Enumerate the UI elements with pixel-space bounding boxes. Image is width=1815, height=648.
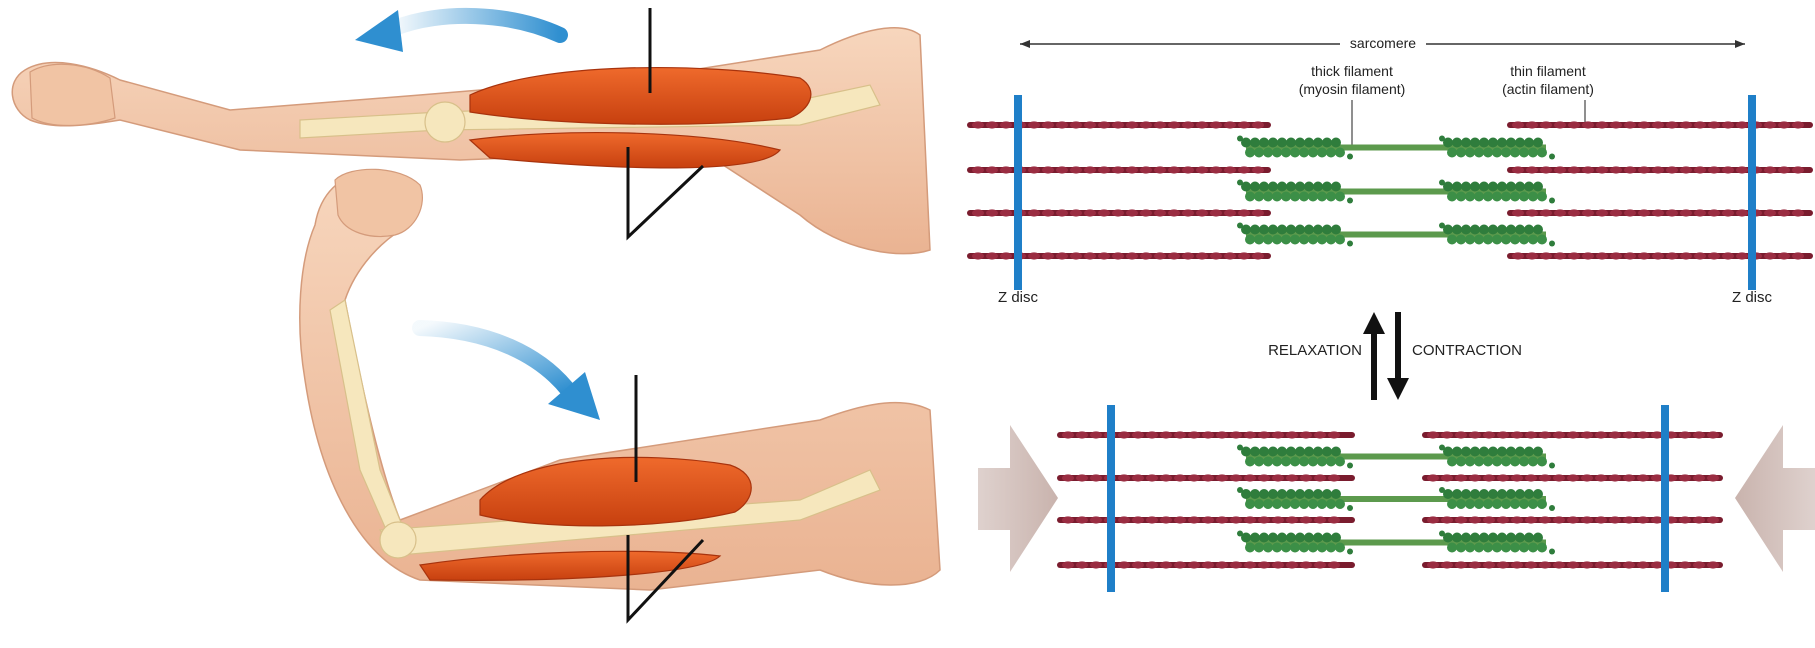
z-disc-right-label: Z disc — [1732, 289, 1773, 306]
myosin-filament — [1237, 487, 1555, 511]
z-disc-left-label: Z disc — [998, 289, 1039, 306]
contraction-label: CONTRACTION — [1412, 342, 1522, 359]
actin-filament — [1425, 474, 1720, 481]
myosin-filament — [1237, 223, 1555, 247]
myosin-filament — [1237, 180, 1555, 204]
sarcomere-label: sarcomere — [1350, 35, 1416, 51]
myosin-filament — [1237, 136, 1555, 160]
relaxed-sarcomere — [970, 95, 1810, 290]
z-disc — [1014, 95, 1022, 290]
push-arrow-right — [1735, 425, 1815, 572]
actin-filament — [1060, 561, 1352, 568]
z-disc — [1661, 405, 1669, 592]
contracted-sarcomere — [1060, 405, 1720, 592]
thick-filament-sublabel: (myosin filament) — [1299, 81, 1406, 97]
up-down-arrows-icon — [1363, 312, 1409, 400]
thin-filament-sublabel: (actin filament) — [1502, 81, 1594, 97]
actin-filament — [1510, 252, 1810, 259]
relaxed-arm-illustration — [12, 8, 930, 254]
sarcomere-span: sarcomere — [1020, 34, 1745, 54]
actin-filament — [1510, 209, 1810, 216]
actin-filament — [1060, 431, 1352, 438]
thick-filament-label: thick filament — [1311, 63, 1393, 79]
z-disc — [1107, 405, 1115, 592]
actin-filament — [1060, 516, 1352, 523]
actin-filament — [1425, 561, 1720, 568]
actin-filament — [1425, 431, 1720, 438]
actin-filament — [1425, 516, 1720, 523]
myosin-filament — [1237, 531, 1555, 555]
curved-arrow-down-icon — [420, 328, 600, 420]
actin-filament — [1060, 474, 1352, 481]
myosin-filament — [1237, 445, 1555, 469]
actin-filament — [1510, 166, 1810, 173]
relaxation-label: RELAXATION — [1268, 342, 1362, 359]
actin-filament — [1510, 121, 1810, 128]
curved-arrow-left-icon — [355, 10, 560, 52]
push-arrow-left — [978, 425, 1058, 572]
z-disc — [1748, 95, 1756, 290]
thin-filament-label: thin filament — [1510, 63, 1586, 79]
